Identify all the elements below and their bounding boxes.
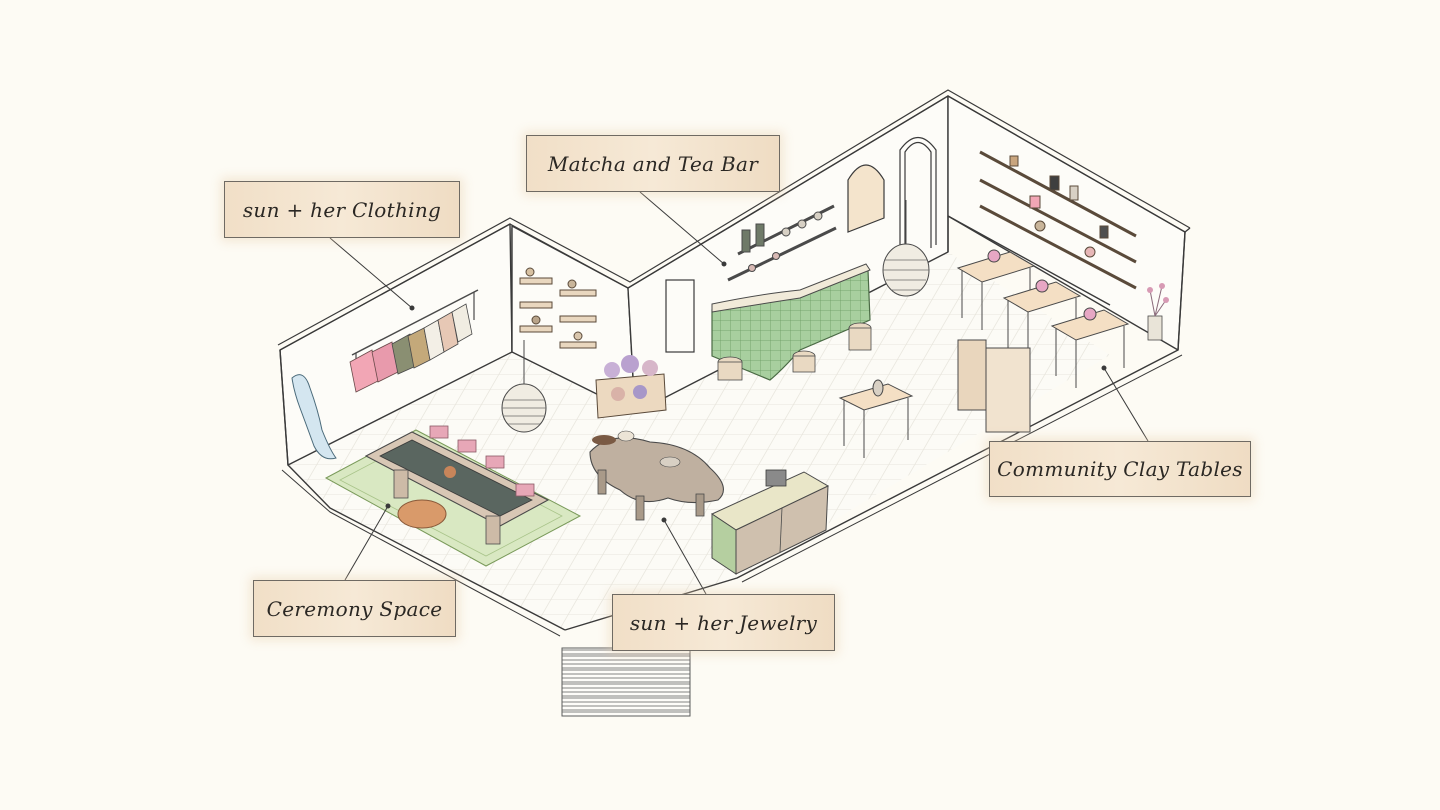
jewelry-cabinet	[710, 469, 830, 575]
wall-shelves-right	[979, 150, 1137, 290]
flower-stand	[595, 355, 667, 419]
pendant-lamp-left	[501, 340, 547, 433]
ceremony-table	[364, 425, 550, 545]
entrance-stairs	[561, 647, 691, 717]
label-community-clay-tables: Community Clay Tables	[989, 441, 1251, 497]
label-ceremony-space: Ceremony Space	[253, 580, 456, 637]
wall-shelves-left	[519, 267, 597, 349]
matcha-wall-shelves	[727, 204, 837, 282]
leader-lines	[329, 191, 1149, 595]
label-jewelry: sun + her Jewelry	[612, 594, 835, 651]
matcha-tea-bar	[711, 263, 872, 381]
potted-plant	[1147, 283, 1169, 341]
clothing-rack	[349, 289, 479, 393]
wavy-mirror	[291, 374, 337, 460]
label-matcha-tea-bar: Matcha and Tea Bar	[526, 135, 780, 192]
pendant-lamp-bar	[882, 200, 930, 297]
arch-doorway	[665, 136, 937, 353]
label-clothing: sun + her Clothing	[224, 181, 460, 238]
jewelry-display-table	[589, 430, 724, 521]
clay-tables	[838, 249, 1130, 458]
